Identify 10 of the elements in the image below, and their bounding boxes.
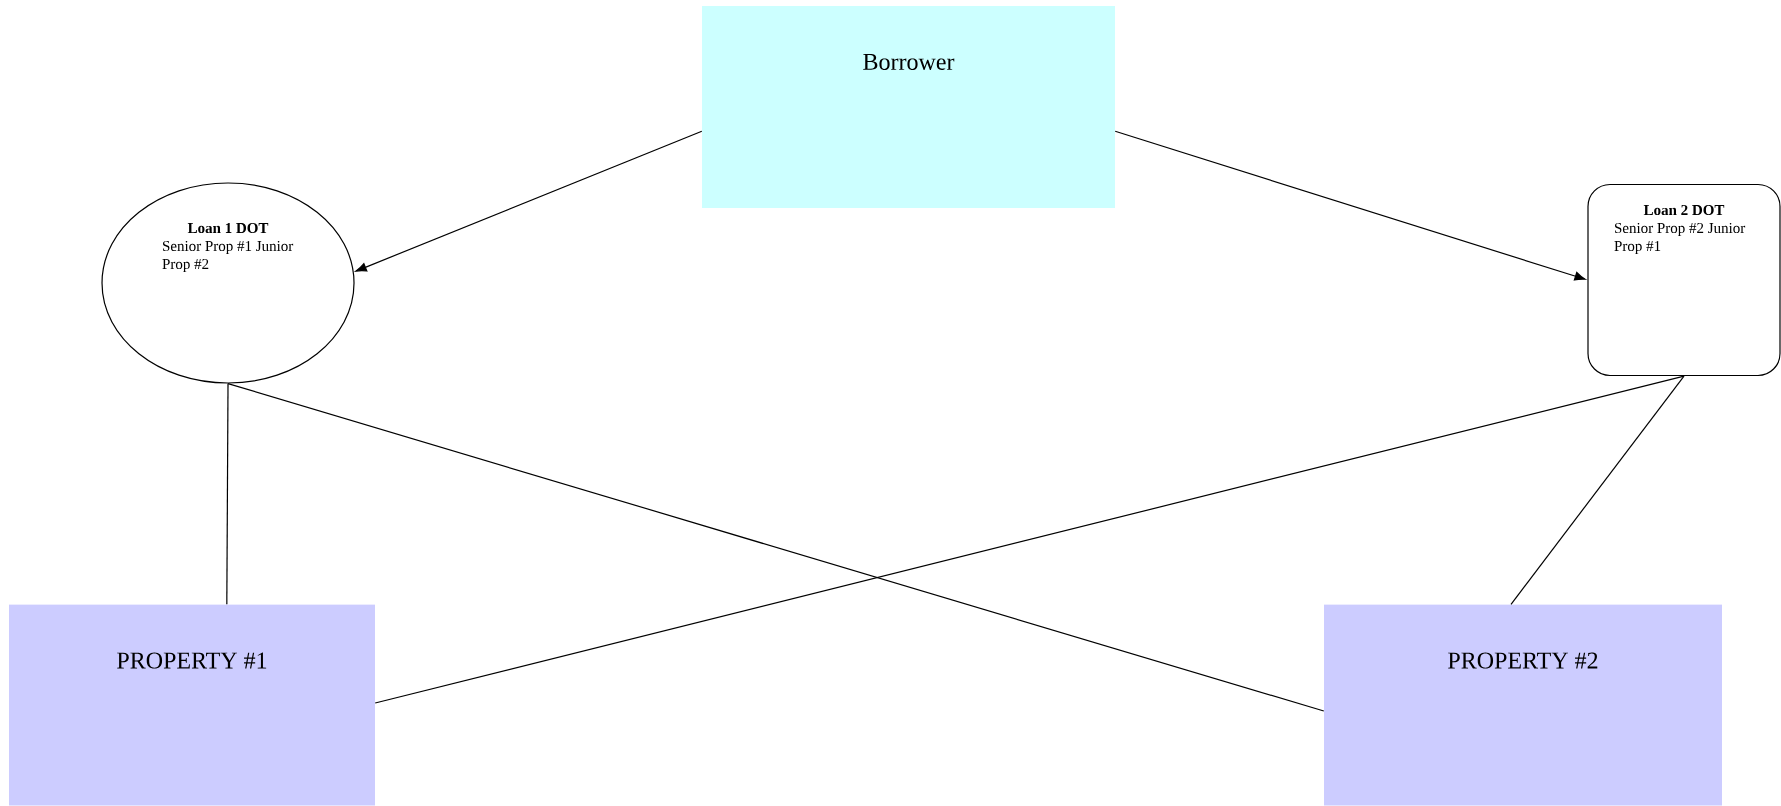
connector-line (374, 375, 1685, 704)
connector-line (1510, 375, 1685, 605)
party-box: Borrower (702, 6, 1115, 208)
connector-line (227, 383, 1325, 712)
arrow (1114, 130, 1586, 281)
property-box: PROPERTY #2 (1324, 604, 1722, 806)
connector-line (226, 383, 229, 605)
arrow (355, 130, 703, 272)
loan-box: Loan 2 DOT Senior Prop #2 Junior Prop #1 (1587, 183, 1781, 377)
property-box: PROPERTY #1 (9, 604, 375, 806)
